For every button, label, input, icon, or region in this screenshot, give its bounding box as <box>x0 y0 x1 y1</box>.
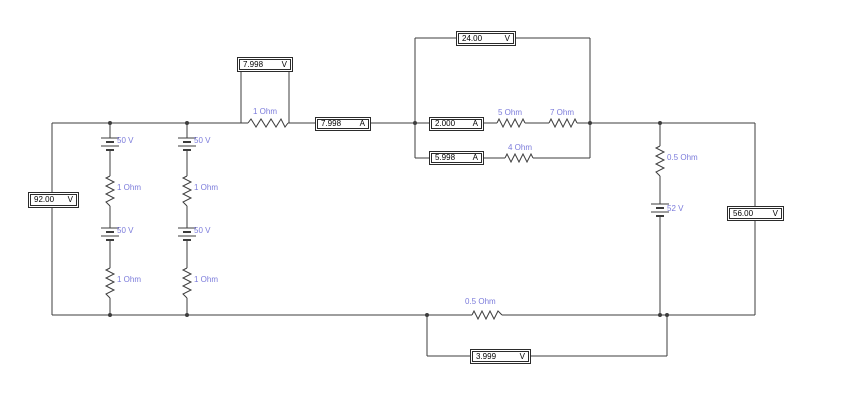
meter-unit: A <box>472 153 478 162</box>
battery-b1-label: 50 V <box>194 136 211 145</box>
meter-unit: A <box>472 119 478 128</box>
resistor-b2-symbol[interactable] <box>181 267 193 299</box>
meter-unit: V <box>504 33 510 43</box>
battery-52v-label: 52 V <box>667 204 684 213</box>
battery-a2-label: 50 V <box>117 226 134 235</box>
meter-value: 56.00 <box>733 208 754 218</box>
meter-value: 92.00 <box>34 195 55 204</box>
resistor-7ohm-symbol[interactable] <box>548 117 578 129</box>
resistor-0p5-right-label: 0.5 Ohm <box>667 153 698 162</box>
wires <box>51 37 756 357</box>
meter-value: 2.000 <box>435 119 456 128</box>
junction-dots <box>108 121 669 317</box>
resistor-a1-symbol[interactable] <box>104 175 116 207</box>
ammeter-branch-4ohm[interactable]: 5.998 A <box>429 151 484 165</box>
resistor-a2-symbol[interactable] <box>104 267 116 299</box>
ammeter-main[interactable]: 7.998 A <box>315 117 371 131</box>
meter-unit: V <box>772 208 778 218</box>
meter-value: 7.998 <box>243 59 264 69</box>
resistor-b2-label: 1 Ohm <box>194 275 219 284</box>
battery-a2-symbol[interactable] <box>101 226 119 242</box>
resistor-5ohm-symbol[interactable] <box>496 117 526 129</box>
meter-value: 7.998 <box>321 119 342 128</box>
voltmeter-left[interactable]: 92.00 V <box>28 192 79 208</box>
voltmeter-parallel[interactable]: 24.00 V <box>456 31 516 46</box>
meter-value: 5.998 <box>435 153 456 162</box>
voltmeter-top-1ohm[interactable]: 7.998 V <box>237 57 293 72</box>
battery-b2-label: 50 V <box>194 226 211 235</box>
meter-value: 24.00 <box>462 33 483 43</box>
resistor-top-1ohm-symbol[interactable] <box>247 117 289 128</box>
resistor-0p5-bottom-label: 0.5 Ohm <box>465 297 496 306</box>
resistor-0p5-right-symbol[interactable] <box>654 145 666 177</box>
voltmeter-bottom[interactable]: 3.999 V <box>470 349 531 364</box>
resistor-b1-symbol[interactable] <box>181 175 193 207</box>
ammeter-branch-12ohm[interactable]: 2.000 A <box>429 117 484 131</box>
battery-a1-label: 50 V <box>117 136 134 145</box>
resistor-a2-label: 1 Ohm <box>117 275 142 284</box>
battery-b2-symbol[interactable] <box>178 226 196 242</box>
resistor-0p5-bottom-symbol[interactable] <box>471 309 503 321</box>
meter-unit: V <box>281 59 287 69</box>
resistor-4ohm-label: 4 Ohm <box>508 143 533 152</box>
resistor-top-label: 1 Ohm <box>253 107 278 116</box>
resistor-b1-label: 1 Ohm <box>194 183 219 192</box>
battery-a1-symbol[interactable] <box>101 136 119 152</box>
meter-value: 3.999 <box>476 351 497 361</box>
resistor-4ohm-symbol[interactable] <box>504 152 534 164</box>
resistor-7ohm-label: 7 Ohm <box>550 108 575 117</box>
battery-b1-symbol[interactable] <box>178 136 196 152</box>
meter-unit: V <box>519 351 525 361</box>
resistor-5ohm-label: 5 Ohm <box>498 108 523 117</box>
voltmeter-right[interactable]: 56.00 V <box>727 206 784 221</box>
battery-52v-symbol[interactable] <box>651 202 669 218</box>
resistor-a1-label: 1 Ohm <box>117 183 142 192</box>
meter-unit: V <box>67 195 73 204</box>
meter-unit: A <box>359 119 365 128</box>
